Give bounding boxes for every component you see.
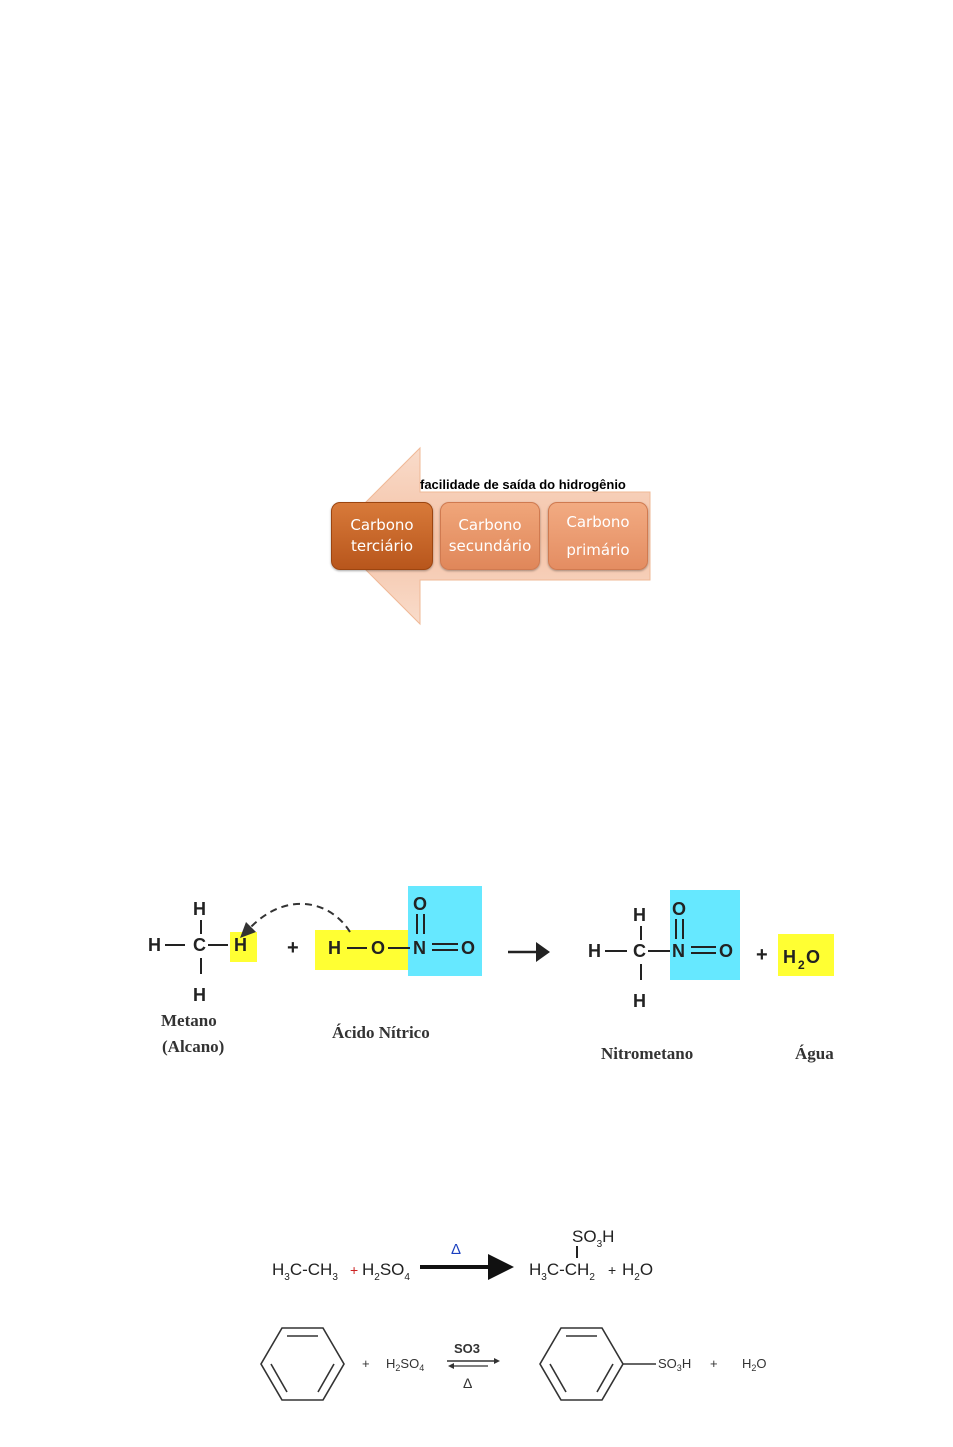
svg-text:H2SO4: H2SO4 <box>386 1356 424 1373</box>
svg-text:H: H <box>148 935 161 955</box>
svg-text:+: + <box>710 1356 718 1371</box>
caption-water: Água <box>795 1044 834 1064</box>
caption-nitromethane: Nitrometano <box>601 1044 693 1064</box>
dashed-curved-arrow <box>248 904 350 932</box>
hydrogen-release-diagram: facilidade de saída do hidrogênio Carbon… <box>0 0 953 700</box>
caption-methane: Metano <box>161 1011 217 1031</box>
arrow-label: facilidade de saída do hidrogênio <box>420 477 626 492</box>
svg-text:H3C-CH3: H3C-CH3 <box>272 1260 338 1283</box>
box-primary-line1: Carbono <box>549 512 647 533</box>
box-secondary-line2: secundário <box>441 536 539 557</box>
svg-text:H: H <box>193 899 206 919</box>
box-tertiary-carbon: Carbono terciário <box>331 502 433 570</box>
benzene-delta: Δ <box>463 1375 472 1391</box>
ethane-delta: Δ <box>451 1241 461 1258</box>
benzene-ring-reactant <box>261 1328 344 1400</box>
svg-text:H: H <box>633 991 646 1011</box>
svg-text:H2SO4: H2SO4 <box>362 1260 410 1283</box>
svg-text:+: + <box>756 944 768 966</box>
benzene-sulfonation: + H2SO4 SO3 Δ SO3H + H2O <box>0 1320 953 1410</box>
svg-text:+: + <box>350 1262 358 1278</box>
svg-text:+: + <box>287 937 299 959</box>
svg-text:C: C <box>633 941 646 961</box>
benzene-catalyst: SO3 <box>454 1341 480 1356</box>
svg-text:O: O <box>413 894 427 914</box>
svg-text:H: H <box>633 905 646 925</box>
svg-text:H: H <box>588 941 601 961</box>
svg-text:SO3H: SO3H <box>658 1356 691 1373</box>
svg-text:+: + <box>608 1262 616 1278</box>
box-primary-line2: primário <box>549 540 647 561</box>
svg-text:H: H <box>234 935 247 955</box>
svg-text:2: 2 <box>798 958 805 972</box>
ethane-sulfonation: H3C-CH3 + H2SO4 Δ SO3H H3C-CH2 + H2O <box>0 1220 953 1300</box>
svg-text:H3C-CH2: H3C-CH2 <box>529 1260 595 1283</box>
caption-nitric-acid: Ácido Nítrico <box>332 1023 430 1043</box>
svg-text:H2O: H2O <box>622 1260 653 1283</box>
nitration-reaction: H H C H H + H O N O O <box>0 870 953 1090</box>
svg-text:N: N <box>413 938 426 958</box>
box-tertiary-line1: Carbono <box>332 515 432 536</box>
svg-text:H: H <box>783 947 796 967</box>
caption-alkane: (Alcano) <box>162 1037 224 1057</box>
box-secondary-line1: Carbono <box>441 515 539 536</box>
svg-text:+: + <box>362 1356 370 1371</box>
benzene-ring-product <box>540 1328 656 1400</box>
release-arrow <box>0 0 953 700</box>
svg-text:H2O: H2O <box>742 1356 767 1373</box>
svg-text:N: N <box>672 941 685 961</box>
svg-text:H: H <box>328 938 341 958</box>
svg-text:H: H <box>193 985 206 1005</box>
svg-text:C: C <box>193 935 206 955</box>
svg-text:SO3H: SO3H <box>572 1227 614 1250</box>
svg-text:O: O <box>371 938 385 958</box>
svg-text:O: O <box>719 941 733 961</box>
box-secondary-carbon: Carbono secundário <box>440 502 540 570</box>
svg-text:O: O <box>461 938 475 958</box>
box-tertiary-line2: terciário <box>332 536 432 557</box>
svg-text:O: O <box>672 899 686 919</box>
box-primary-carbon: Carbono primário <box>548 502 648 570</box>
svg-text:O: O <box>806 947 820 967</box>
